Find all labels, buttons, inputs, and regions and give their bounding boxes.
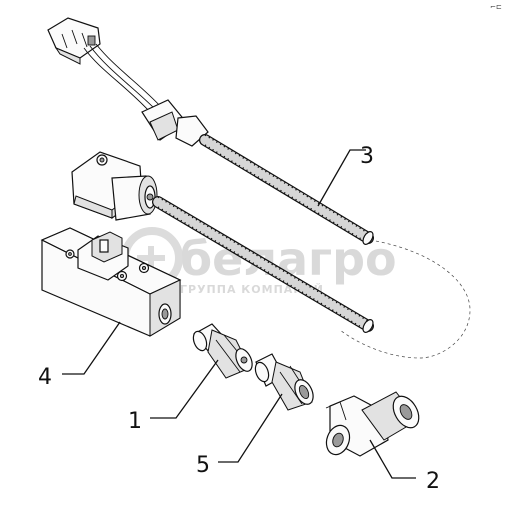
leader-1 [150, 359, 219, 419]
solenoid-coil [71, 151, 374, 333]
callout-5: 5 [196, 453, 210, 478]
callout-3: 3 [360, 144, 374, 169]
part-1-adapter-fitting [192, 323, 253, 379]
callout-4: 4 [38, 365, 52, 390]
part-2-elbow-fitting [325, 391, 420, 457]
part-4-valve-block [40, 227, 182, 337]
callout-1: 1 [128, 409, 142, 434]
assembly-dashed-line [339, 239, 471, 359]
leader-4 [62, 321, 121, 375]
leader-2 [369, 439, 416, 479]
part-3-sensor-cable [47, 17, 374, 245]
corner-mark: ⌐⊏ [490, 3, 502, 11]
callout-2: 2 [426, 469, 440, 494]
part-5-union-fitting [254, 353, 314, 411]
leader-3 [317, 149, 366, 207]
watermark-subtitle: ГРУППА КОМПАНИЙ [180, 283, 324, 296]
leader-5 [218, 393, 283, 463]
